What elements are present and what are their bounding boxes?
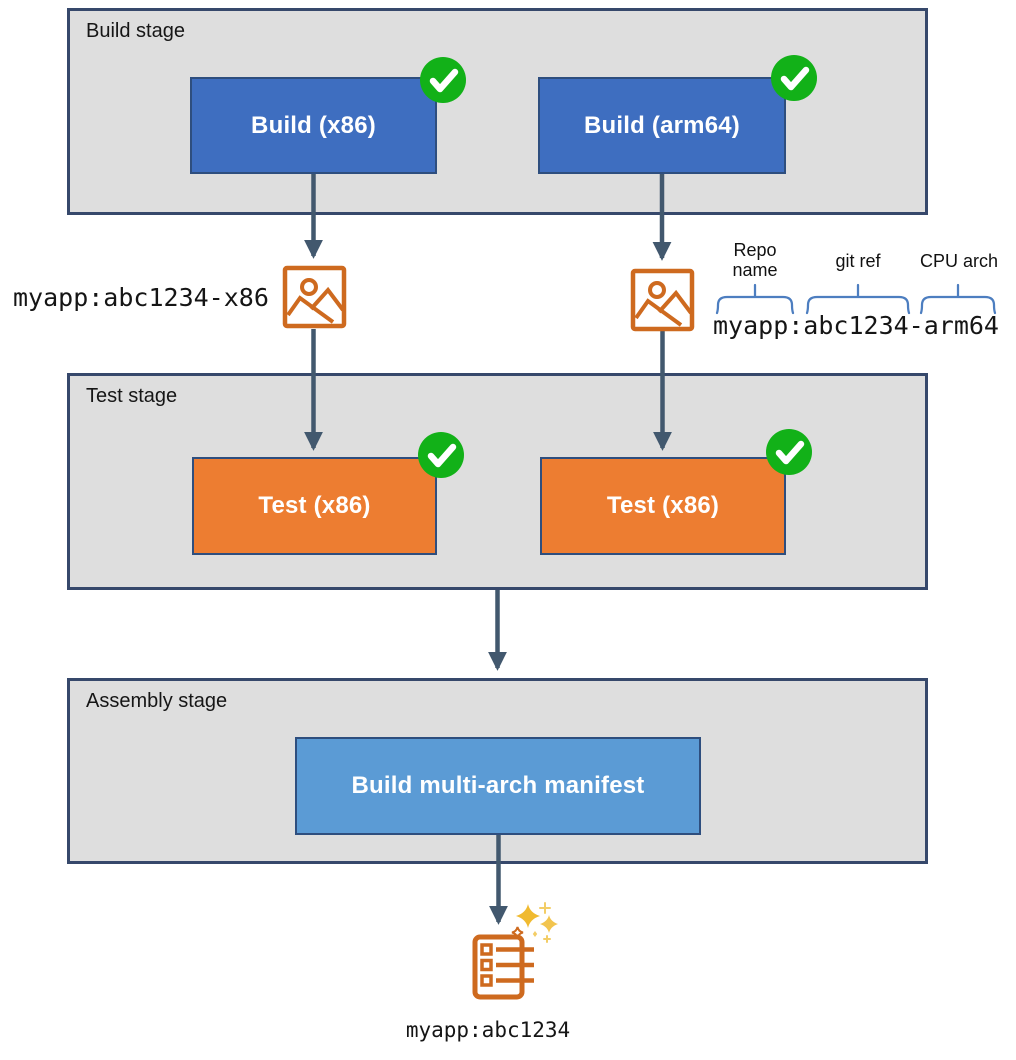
x86-image-tag: myapp:abc1234-x86 xyxy=(13,283,269,312)
git-ref-callout: git ref xyxy=(835,251,881,271)
assembly-stage-title: Assembly stage xyxy=(86,690,228,712)
repo-name-line1: Repo xyxy=(733,240,777,260)
test-x86-right-node: Test (x86) xyxy=(540,457,786,555)
repo-name-callout: Repo name xyxy=(713,240,797,280)
cpu-arch-callout: CPU arch xyxy=(919,251,999,271)
build-arm64-node: Build (arm64) xyxy=(538,77,786,174)
check-circle-icon xyxy=(766,429,812,475)
final-image-tag: myapp:abc1234 xyxy=(405,1018,571,1042)
manifest-checklist-icon xyxy=(472,926,534,1000)
check-circle-icon xyxy=(420,57,466,103)
test-x86-left-label: Test (x86) xyxy=(258,492,371,519)
build-stage-title: Build stage xyxy=(86,20,185,42)
build-x86-node: Build (x86) xyxy=(190,77,437,174)
test-x86-left-node: Test (x86) xyxy=(192,457,437,555)
check-circle-icon xyxy=(771,55,817,101)
build-multiarch-manifest-node: Build multi-arch manifest xyxy=(295,737,701,835)
check-circle-icon xyxy=(418,432,464,478)
build-multiarch-manifest-label: Build multi-arch manifest xyxy=(351,772,645,799)
arm64-image-tag: myapp:abc1234-arm64 xyxy=(713,311,999,340)
test-stage-title: Test stage xyxy=(86,385,178,407)
build-arm64-label: Build (arm64) xyxy=(584,111,740,139)
image-icon xyxy=(282,265,347,329)
repo-name-line2: name xyxy=(732,260,778,280)
build-x86-label: Build (x86) xyxy=(251,111,376,139)
sparkles-icon xyxy=(516,902,558,943)
image-icon xyxy=(630,268,695,332)
test-x86-right-label: Test (x86) xyxy=(606,492,720,519)
